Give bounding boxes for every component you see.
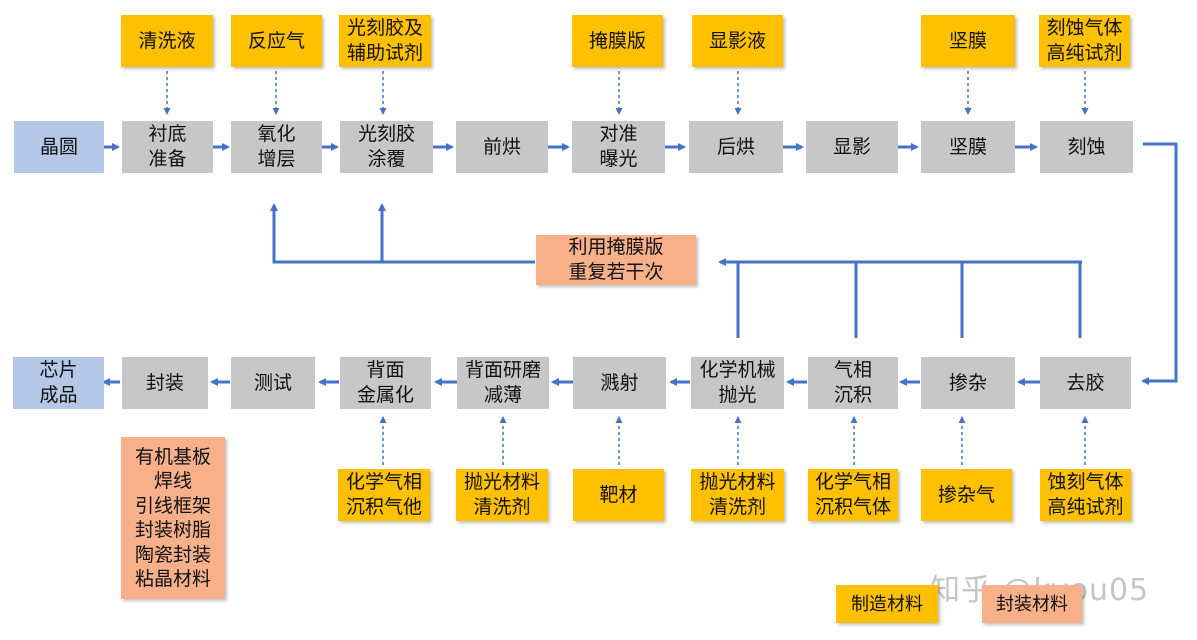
step-hardbake: 坚膜 — [921, 121, 1015, 173]
step-etch: 刻蚀 — [1040, 121, 1133, 173]
repeat-with-mask-label: 利用掩膜版 重复若干次 — [536, 235, 696, 285]
material-etch-gas: 刻蚀气体 高纯试剂 — [1039, 15, 1130, 67]
material-polish-cleaning: 抛光材料 清洗剂 — [691, 469, 784, 521]
step-photoresist-coating: 光刻胶 涂覆 — [340, 121, 433, 173]
material-hardbake: 坚膜 — [921, 15, 1015, 67]
step-vapor-deposition: 气相 沉积 — [808, 357, 898, 409]
material-photoresist: 光刻胶及 辅助试剂 — [339, 15, 431, 67]
step-oxidation: 氧化 增层 — [231, 121, 322, 173]
legend-packaging-material: 封装材料 — [982, 585, 1082, 623]
step-develop: 显影 — [806, 121, 898, 173]
material-dopant-gas: 掺杂气 — [921, 469, 1012, 521]
step-backside-metal: 背面 金属化 — [340, 357, 431, 409]
material-cleaning-liquid: 清洗液 — [121, 15, 213, 67]
material-cvd-other: 化学气相 沉积气他 — [338, 469, 430, 521]
material-etch-gas-2: 蚀刻气体 高纯试剂 — [1040, 469, 1131, 521]
finished-chip-node: 芯片 成品 — [13, 357, 104, 409]
step-substrate-prep: 衬底 准备 — [122, 121, 213, 173]
legend-manufacturing-material: 制造材料 — [836, 585, 938, 623]
step-alignment-exposure: 对准 曝光 — [572, 121, 665, 173]
step-cmp: 化学机械 抛光 — [691, 357, 784, 409]
step-test: 测试 — [231, 357, 315, 409]
material-cvd-gas: 化学气相 沉积气体 — [808, 469, 898, 521]
step-prebake: 前烘 — [456, 121, 548, 173]
step-doping: 掺杂 — [921, 357, 1015, 409]
material-developer: 显影液 — [692, 15, 783, 67]
material-photomask: 掩膜版 — [572, 15, 663, 67]
material-reaction-gas: 反应气 — [231, 15, 322, 67]
step-postbake: 后烘 — [689, 121, 783, 173]
wafer-node: 晶圆 — [14, 121, 104, 173]
step-strip: 去胶 — [1040, 357, 1131, 409]
step-package: 封装 — [122, 357, 208, 409]
material-target: 靶材 — [573, 469, 664, 521]
step-sputtering: 溅射 — [573, 357, 666, 409]
packaging-materials-list: 有机基板 焊线 引线框架 封装树脂 陶瓷封装 粘晶材料 — [121, 437, 225, 599]
material-polish-cleaning-2: 抛光材料 清洗剂 — [456, 469, 548, 521]
step-backgrind: 背面研磨 减薄 — [457, 357, 549, 409]
